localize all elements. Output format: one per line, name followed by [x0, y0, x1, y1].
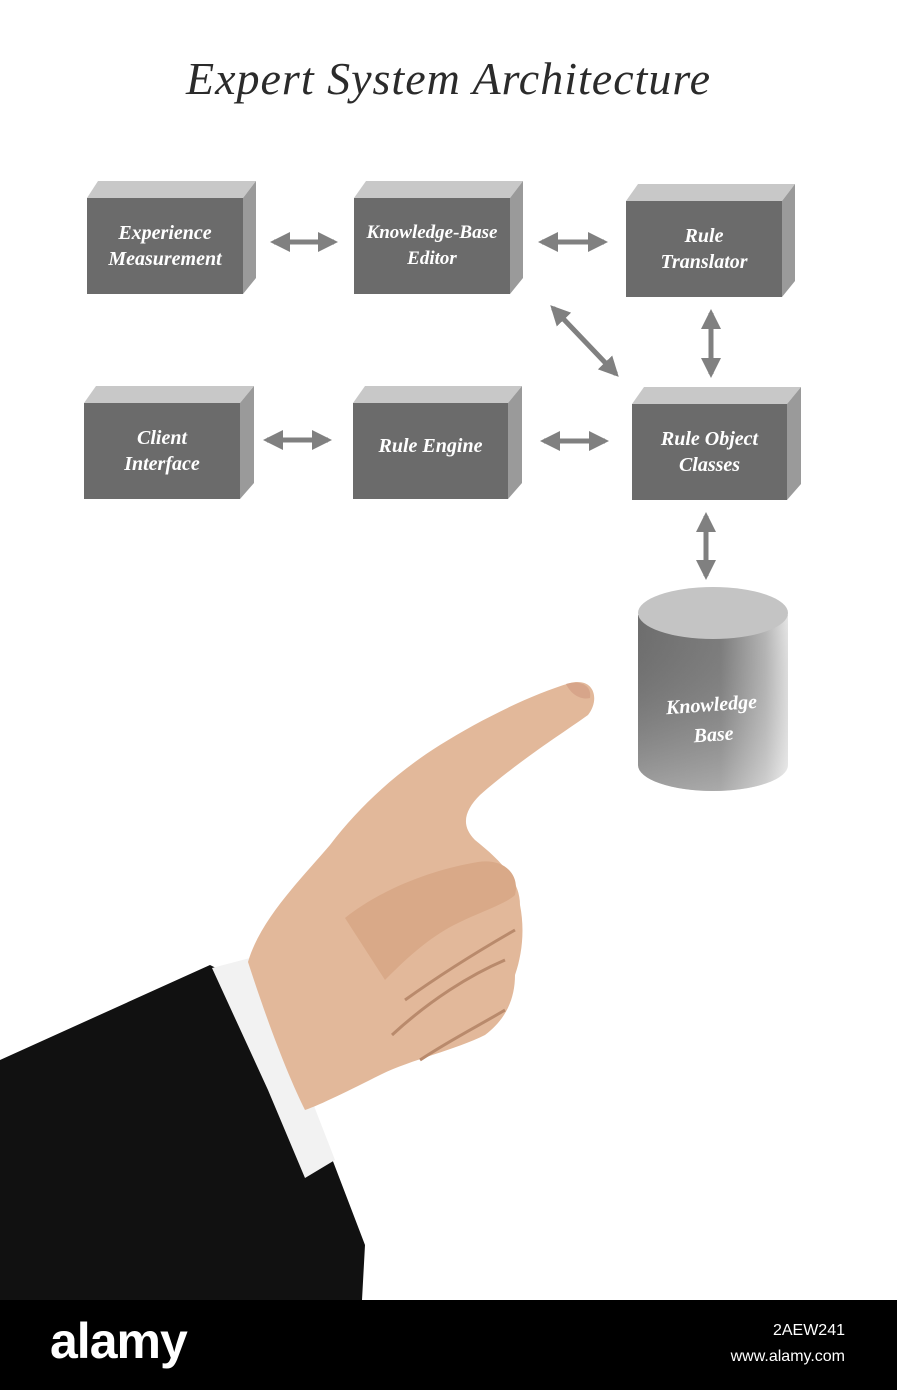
node-knowledge-base: Knowledge Base	[665, 690, 758, 748]
box-knowledge-base-editor	[354, 181, 523, 294]
box-experience-measurement	[87, 181, 256, 294]
node-experience-measurement: Experience Measurement	[108, 222, 222, 270]
knowledge-base-cylinder	[638, 587, 788, 791]
box-rule-engine	[353, 386, 522, 499]
box-rule-object-classes	[632, 387, 801, 500]
watermark-footer-bar	[0, 1300, 897, 1390]
box-client-interface	[84, 386, 254, 499]
node-rule-object-classes: Rule Object Classes	[660, 428, 759, 476]
node-rule-translator: Rule Translator	[660, 225, 748, 273]
watermark-brand: alamy	[50, 1313, 188, 1369]
watermark-image-id: 2AEW241	[772, 1322, 845, 1339]
watermark-site: www.alamy.com	[730, 1348, 845, 1365]
pointing-hand-photo	[0, 682, 595, 1300]
diagram-title: Expert System Architecture	[185, 53, 711, 104]
node-rule-engine: Rule Engine	[378, 435, 483, 457]
node-knowledge-base-editor: Knowledge-Base Editor	[366, 222, 498, 269]
arrow-editor-rule-object	[550, 305, 619, 377]
node-client-interface: Client Interface	[124, 427, 200, 475]
box-rule-translator	[626, 184, 795, 297]
